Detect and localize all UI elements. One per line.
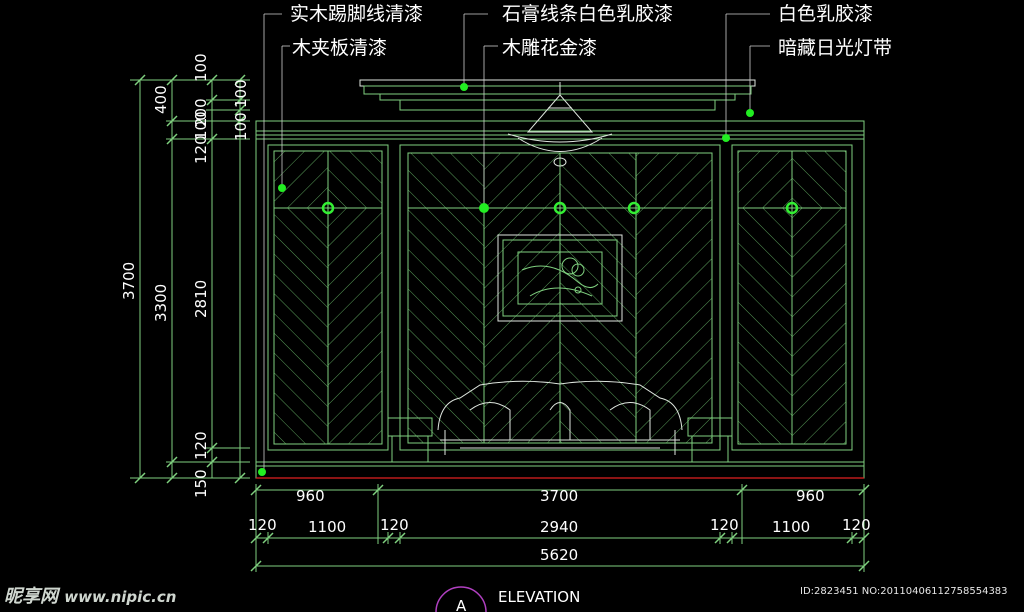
chandelier xyxy=(507,82,613,167)
dim-120-b: 120 xyxy=(380,516,409,534)
leader-lines xyxy=(263,13,770,470)
dim-120-c: 120 xyxy=(710,516,739,534)
right-panel xyxy=(731,144,853,451)
dim-120-d: 120 xyxy=(842,516,871,534)
dim-400: 400 xyxy=(152,85,170,114)
center-panel xyxy=(399,144,721,451)
dim-120-top: 120 xyxy=(192,135,210,164)
dim-3700-horizontal: 3700 xyxy=(540,487,578,505)
dim-2810: 2810 xyxy=(192,280,210,318)
wall-painting xyxy=(497,234,623,322)
label-hidden-light: 暗藏日光灯带 xyxy=(778,37,892,59)
dim-100-b: 100 xyxy=(232,79,250,108)
dim-2940: 2940 xyxy=(540,518,578,536)
dim-960-left: 960 xyxy=(296,487,325,505)
watermark-site[interactable]: www.nipic.cn xyxy=(64,588,177,606)
dim-100-c: 100 xyxy=(232,112,250,141)
wall-frame xyxy=(255,120,865,479)
label-gypsum: 石膏线条白色乳胶漆 xyxy=(502,2,673,25)
left-panel xyxy=(267,144,389,451)
callout-labels: 实木踢脚线清漆 木夹板清漆 石膏线条白色乳胶漆 木雕花金漆 白色乳胶漆 暗藏日光… xyxy=(290,2,892,59)
watermark-logo: 昵享网 www.nipic.cn xyxy=(4,582,176,608)
dimension-bottom: 960 3700 960 120 1100 120 2940 120 1100 … xyxy=(248,484,871,572)
title-text: ELEVATION xyxy=(498,588,580,606)
watermark-logo-text: 昵享网 xyxy=(4,586,58,607)
watermark-id: ID:2823451 NO:20110406112758554383 xyxy=(800,586,1008,597)
dim-3700-vertical: 3700 xyxy=(120,262,138,300)
dim-120-a: 120 xyxy=(248,516,277,534)
dim-120-bottom: 120 xyxy=(192,431,210,460)
dim-100-d: 100 xyxy=(192,111,210,140)
dim-3300: 3300 xyxy=(152,284,170,322)
dim-100-top: 100 xyxy=(192,53,210,82)
label-skirting: 实木踢脚线清漆 xyxy=(290,3,423,25)
marker-dots xyxy=(258,83,799,476)
dim-1100-left: 1100 xyxy=(308,518,346,536)
label-carved: 木雕花金漆 xyxy=(502,37,597,59)
dimension-left: 100 200 100 100 100 400 120 3700 3300 28… xyxy=(120,53,250,498)
label-plywood: 木夹板清漆 xyxy=(292,37,387,59)
sofa xyxy=(387,380,733,462)
label-white-paint: 白色乳胶漆 xyxy=(778,3,873,25)
dim-960-right: 960 xyxy=(796,487,825,505)
dim-1100-right: 1100 xyxy=(772,518,810,536)
title-marker: A xyxy=(456,597,467,612)
dim-200: 200 xyxy=(192,98,210,127)
dim-150: 150 xyxy=(192,469,210,498)
dim-5620: 5620 xyxy=(540,546,578,564)
drawing-title: A ELEVATION xyxy=(435,586,580,612)
